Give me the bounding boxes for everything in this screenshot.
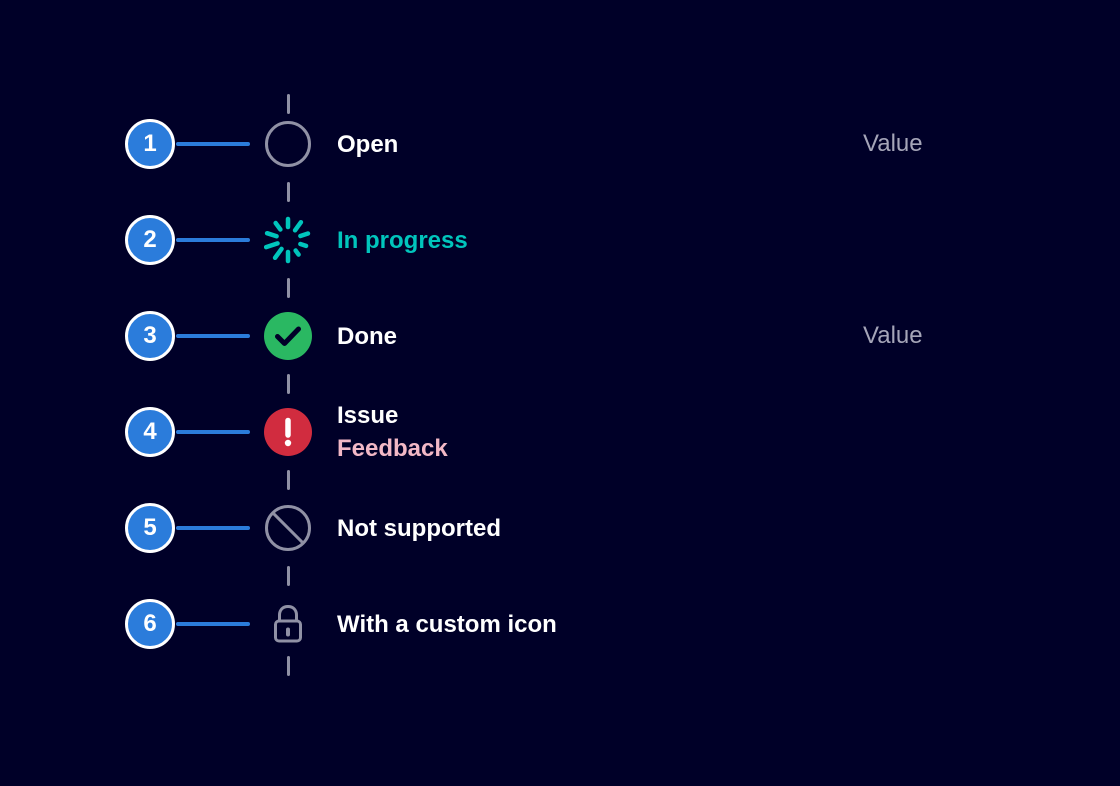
rail-dash <box>287 656 290 676</box>
marker-connector-line <box>176 238 250 242</box>
item-label: Open <box>337 130 399 158</box>
step-marker-3[interactable]: 3 <box>125 311 175 361</box>
rail-dash <box>287 182 290 202</box>
item-label: Done <box>337 322 397 350</box>
step-number: 3 <box>143 322 157 349</box>
timeline-item-custom-icon[interactable]: 6 With a custom icon <box>0 576 1120 672</box>
rail-dash <box>287 278 290 298</box>
step-number: 6 <box>143 610 157 637</box>
step-number: 4 <box>143 418 157 445</box>
timeline-item-issue[interactable]: 4 Issue Feedback <box>0 384 1120 480</box>
rail-dash <box>287 94 290 114</box>
item-value: Value <box>863 130 923 157</box>
item-value: Value <box>863 322 923 349</box>
step-marker-4[interactable]: 4 <box>125 407 175 457</box>
alert-icon <box>264 408 312 456</box>
item-label: Not supported <box>337 514 501 542</box>
marker-connector-line <box>176 622 250 626</box>
step-number: 1 <box>143 130 157 157</box>
timeline-item-not-supported[interactable]: 5 Not supported <box>0 480 1120 576</box>
lock-icon <box>264 600 312 648</box>
timeline-item-open[interactable]: 1 Open Value <box>0 96 1120 192</box>
timeline-item-in-progress[interactable]: 2 In progress <box>0 192 1120 288</box>
step-marker-1[interactable]: 1 <box>125 119 175 169</box>
marker-connector-line <box>176 334 250 338</box>
marker-connector-line <box>176 526 250 530</box>
marker-connector-line <box>176 142 250 146</box>
marker-connector-line <box>176 430 250 434</box>
item-sublabel: Feedback <box>337 435 448 462</box>
step-marker-2[interactable]: 2 <box>125 215 175 265</box>
success-check-icon <box>264 312 312 360</box>
prohibited-icon <box>264 504 312 552</box>
step-number: 5 <box>143 514 157 541</box>
item-label: Issue Feedback <box>337 384 448 480</box>
rail-dash <box>287 374 290 394</box>
rail-dash <box>287 470 290 490</box>
rail-dash <box>287 566 290 586</box>
step-marker-6[interactable]: 6 <box>125 599 175 649</box>
step-number: 2 <box>143 226 157 253</box>
open-circle-icon <box>264 120 312 168</box>
item-label: In progress <box>337 226 468 254</box>
item-label: With a custom icon <box>337 610 557 638</box>
timeline-item-done[interactable]: 3 Done Value <box>0 288 1120 384</box>
step-marker-5[interactable]: 5 <box>125 503 175 553</box>
spinner-icon <box>264 216 312 264</box>
